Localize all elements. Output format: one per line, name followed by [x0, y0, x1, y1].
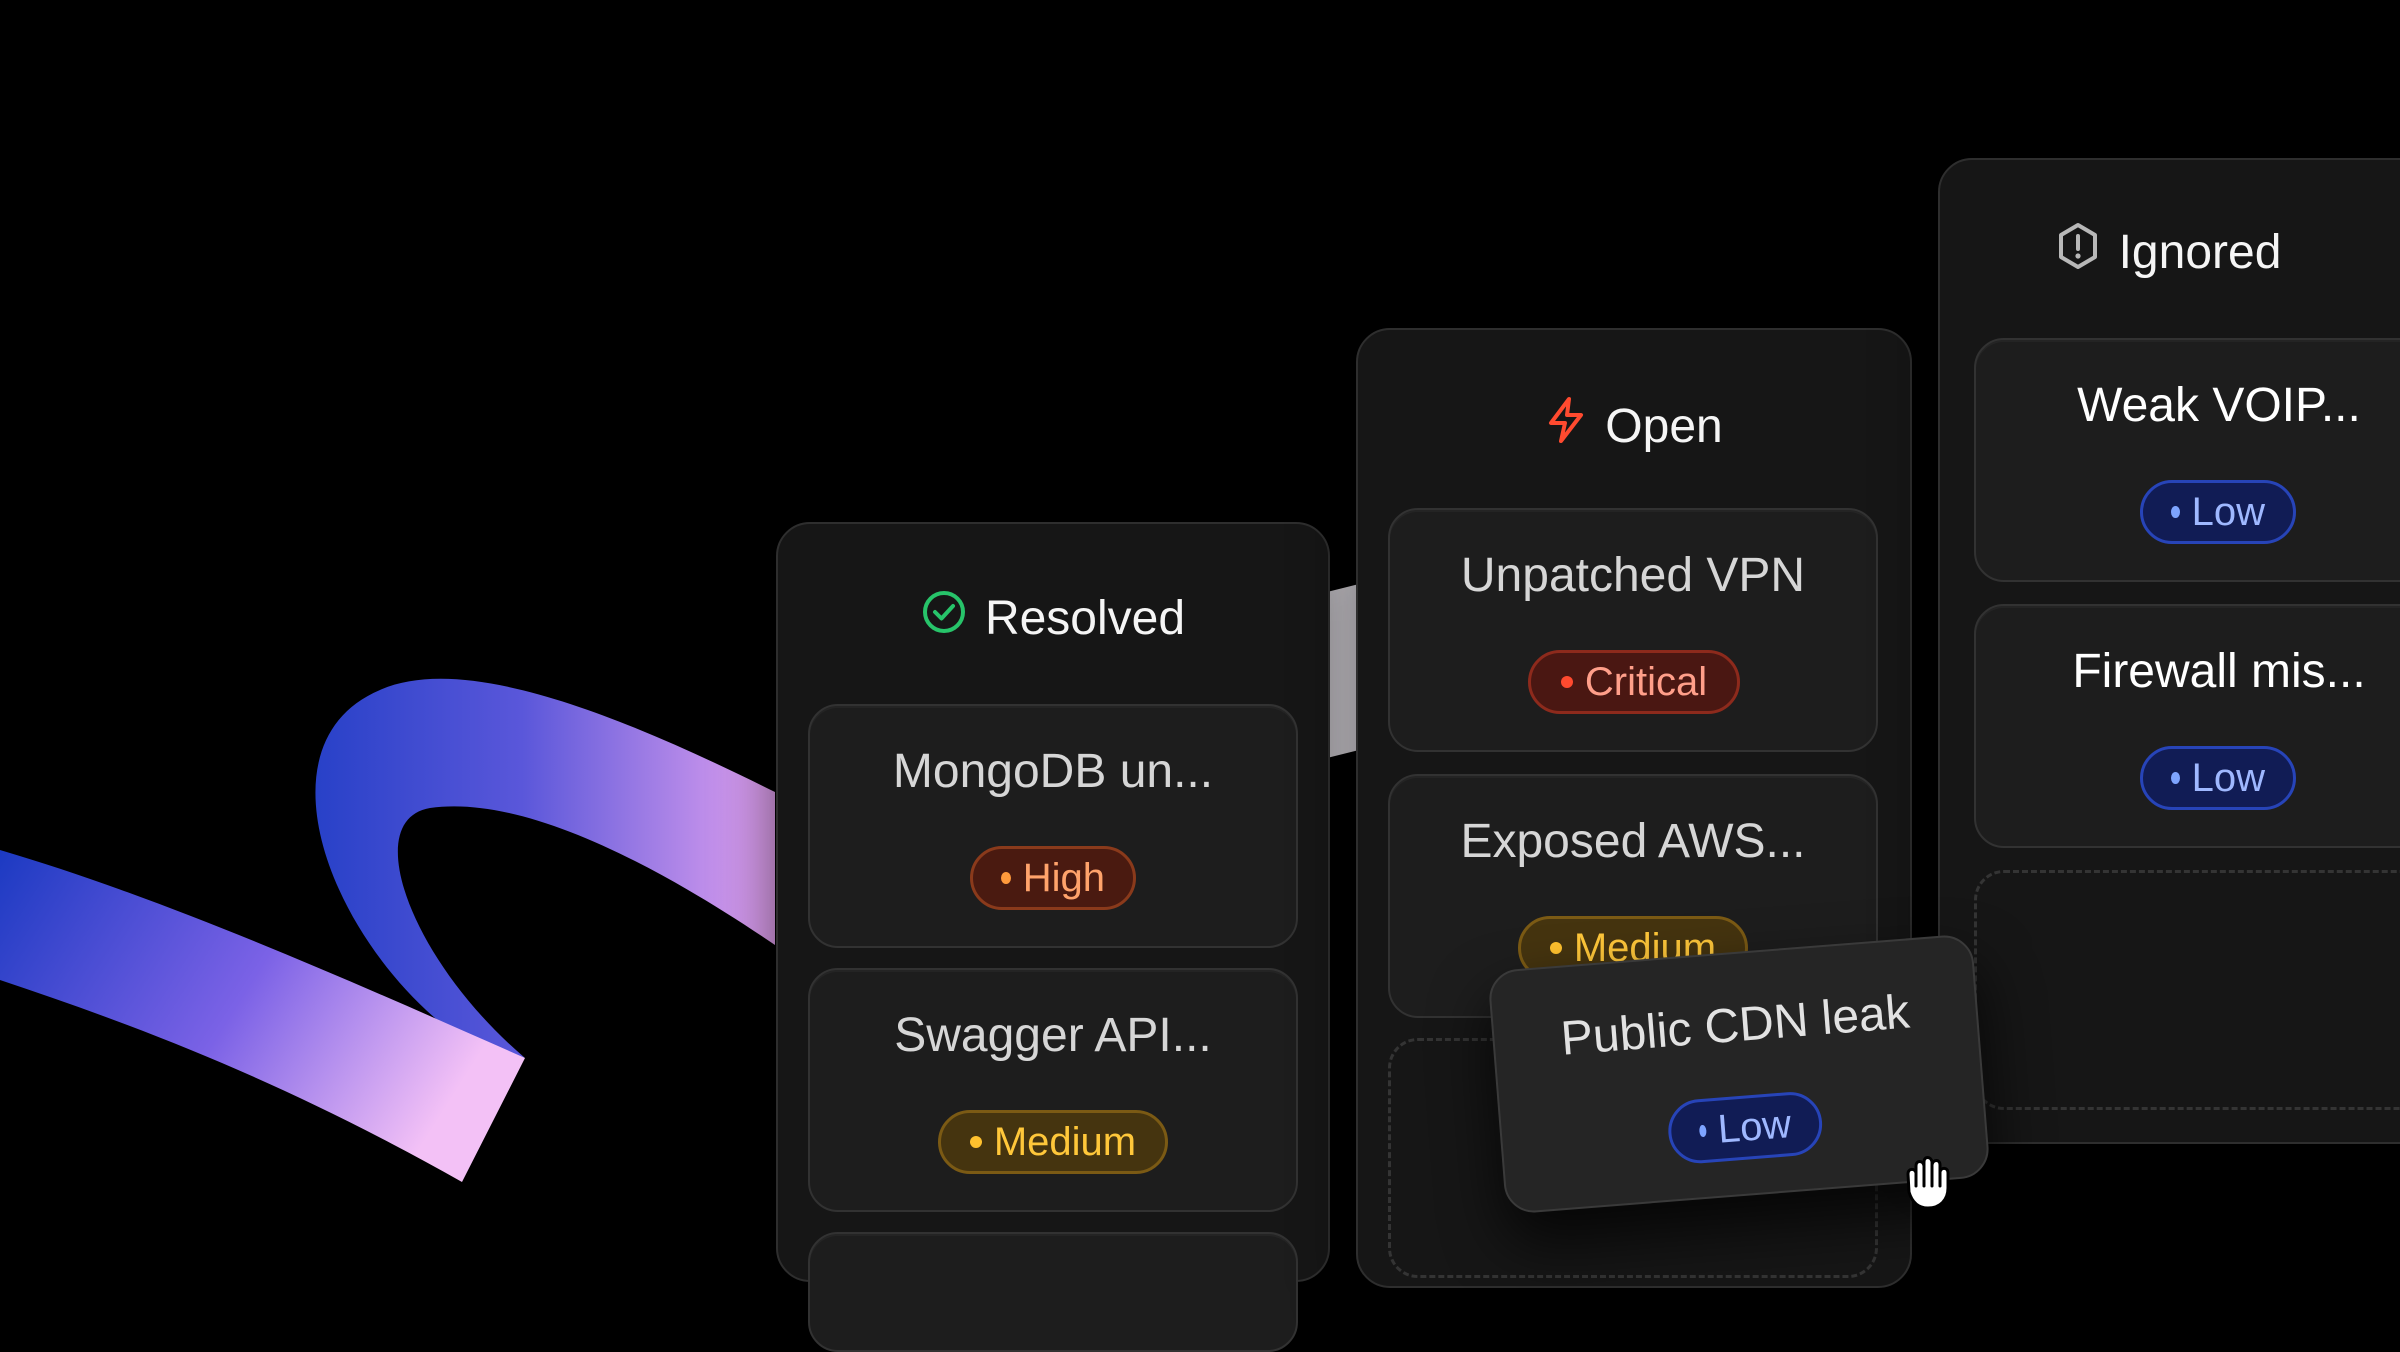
severity-dot-icon — [1001, 872, 1011, 884]
lightning-bolt-icon — [1545, 396, 1587, 456]
severity-label: Low — [1716, 1101, 1793, 1152]
grab-hand-icon — [1906, 1156, 1950, 1210]
severity-badge-critical: Critical — [1528, 650, 1740, 714]
severity-badge-medium: Medium — [938, 1110, 1168, 1174]
severity-label: Medium — [993, 1119, 1137, 1164]
resolved-column-title: Resolved — [984, 591, 1186, 645]
column-connector-strip — [1328, 584, 1358, 758]
ignored-column-header: Ignored — [1940, 212, 2396, 292]
issue-card-weak-voip[interactable]: Weak VOIP... Low — [1974, 338, 2400, 582]
open-column: Open Unpatched VPN Critical Exposed AWS.… — [1356, 328, 1912, 1288]
severity-dot-icon — [1698, 1124, 1707, 1138]
issue-card-title: MongoDB un... — [892, 745, 1214, 798]
issue-card-partial[interactable] — [808, 1232, 1298, 1352]
ignored-column-title: Ignored — [2118, 225, 2282, 279]
check-circle-icon — [921, 589, 967, 647]
severity-dot-icon — [1549, 942, 1562, 954]
severity-dot-icon — [969, 1136, 982, 1148]
issue-card-firewall[interactable]: Firewall mis... Low — [1974, 604, 2400, 848]
issue-card-title: Swagger API... — [894, 1009, 1212, 1062]
severity-label: Low — [2191, 755, 2265, 800]
issue-card-title: Public CDN leak — [1558, 985, 1912, 1066]
severity-label: High — [1022, 855, 1105, 900]
severity-badge-low: Low — [2140, 480, 2296, 544]
severity-badge-high: High — [970, 846, 1136, 910]
issue-card-title: Firewall mis... — [2072, 645, 2366, 698]
issue-card-title: Exposed AWS... — [1460, 815, 1806, 868]
resolved-column: Resolved MongoDB un... High Swagger API.… — [776, 522, 1330, 1352]
severity-badge-low: Low — [2140, 746, 2296, 810]
severity-label: Critical — [1584, 659, 1708, 704]
issue-card-swagger[interactable]: Swagger API... Medium — [808, 968, 1298, 1212]
ignored-column: Ignored Weak VOIP... Low Firewall mis...… — [1938, 158, 2400, 1144]
issue-card-title: Weak VOIP... — [2077, 379, 2361, 432]
severity-dot-icon — [2171, 506, 2180, 518]
issue-card-title: Unpatched VPN — [1460, 549, 1806, 602]
issue-card-unpatched-vpn[interactable]: Unpatched VPN Critical — [1388, 508, 1878, 752]
resolved-column-header: Resolved — [778, 578, 1328, 658]
shield-alert-icon — [2055, 222, 2101, 282]
severity-label: Low — [2191, 489, 2265, 534]
open-column-title: Open — [1605, 399, 1723, 453]
issue-card-mongodb[interactable]: MongoDB un... High — [808, 704, 1298, 948]
open-column-header: Open — [1358, 386, 1910, 466]
severity-dot-icon — [2171, 772, 2180, 784]
severity-dot-icon — [1560, 676, 1573, 688]
severity-badge-low: Low — [1665, 1089, 1825, 1166]
drop-zone[interactable] — [1974, 870, 2400, 1110]
